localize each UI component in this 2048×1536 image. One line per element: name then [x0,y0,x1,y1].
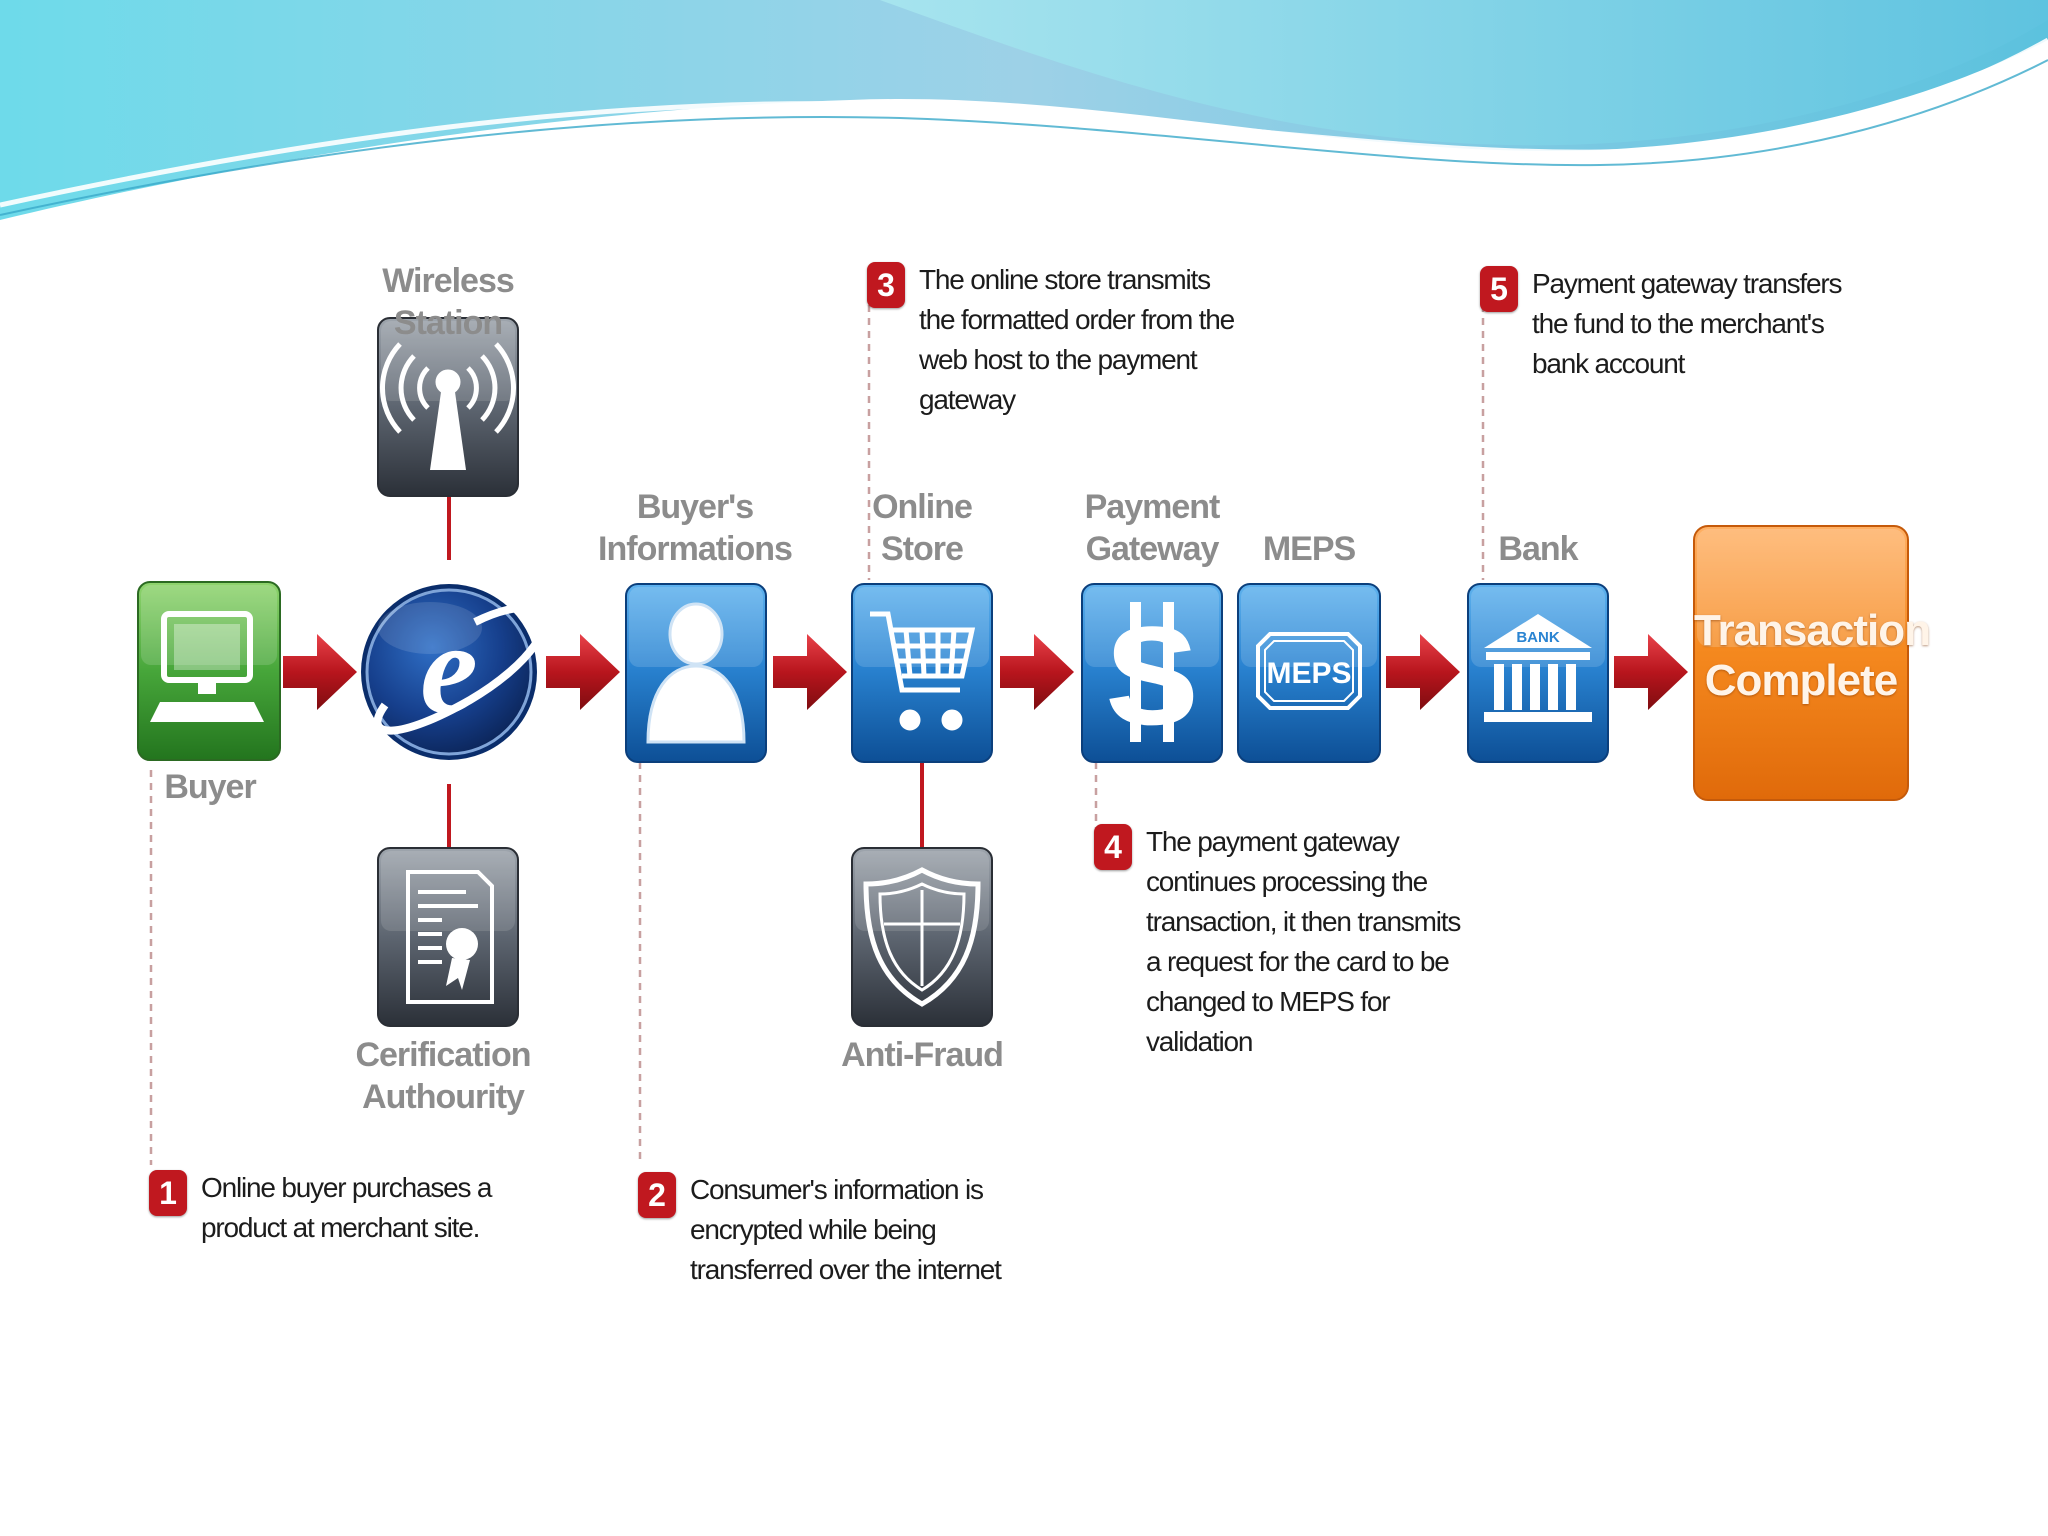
step-4-badge: 4 [1094,824,1132,870]
certification-label: Cerification Authourity [338,1034,548,1118]
meps-label: MEPS [1249,528,1369,570]
bank-icon-text: BANK [1516,629,1559,646]
step-3: 3 The online store transmits the formatt… [867,260,1234,420]
step-1-badge: 1 [149,1170,187,1216]
bank-label: Bank [1478,528,1598,570]
step-1-text: Online buyer purchases a product at merc… [201,1168,491,1248]
step-5: 5 Payment gateway transfers the fund to … [1480,264,1841,384]
step-5-text: Payment gateway transfers the fund to th… [1532,264,1841,384]
arrow-4 [1000,634,1074,710]
buyers-info-label: Buyer's Informations [590,486,800,570]
meps-node: MEPS [1238,584,1380,762]
header-wave-decoration [0,0,2048,225]
browser-node: e [361,584,544,760]
certification-node [378,848,518,1026]
step-2-text: Consumer's information is encrypted whil… [690,1170,1001,1290]
step-5-badge: 5 [1480,266,1518,312]
arrow-1 [283,634,357,710]
anti-fraud-node [852,848,992,1026]
buyer-node [138,582,280,760]
online-store-node [852,584,992,762]
wireless-station-label: Wireless Station [328,260,568,344]
anti-fraud-label: Anti-Fraud [822,1034,1022,1076]
transaction-complete-label: Transaction Complete [1694,606,1908,706]
arrow-2 [546,634,620,710]
arrow-6 [1614,634,1688,710]
dollar-icon: S [1105,597,1198,754]
step-4: 4 The payment gateway continues processi… [1094,822,1460,1062]
buyers-info-node [626,584,766,762]
arrow-5 [1386,634,1460,710]
wireless-station-node [378,318,518,496]
payment-gateway-node: S [1082,584,1222,762]
svg-text:S: S [1105,597,1198,754]
online-store-label: Online Store [842,486,1002,570]
arrow-3 [773,634,847,710]
step-1: 1 Online buyer purchases a product at me… [149,1168,491,1248]
step-3-text: The online store transmits the formatted… [919,260,1234,420]
step-2-badge: 2 [638,1172,676,1218]
step-3-badge: 3 [867,262,905,308]
bank-node: BANK [1468,584,1608,762]
buyer-label: Buyer [150,766,270,808]
meps-icon-text: MEPS [1266,657,1351,690]
step-4-text: The payment gateway continues processing… [1146,822,1460,1062]
payment-gateway-label: Payment Gateway [1072,486,1232,570]
step-2: 2 Consumer's information is encrypted wh… [638,1170,1001,1290]
